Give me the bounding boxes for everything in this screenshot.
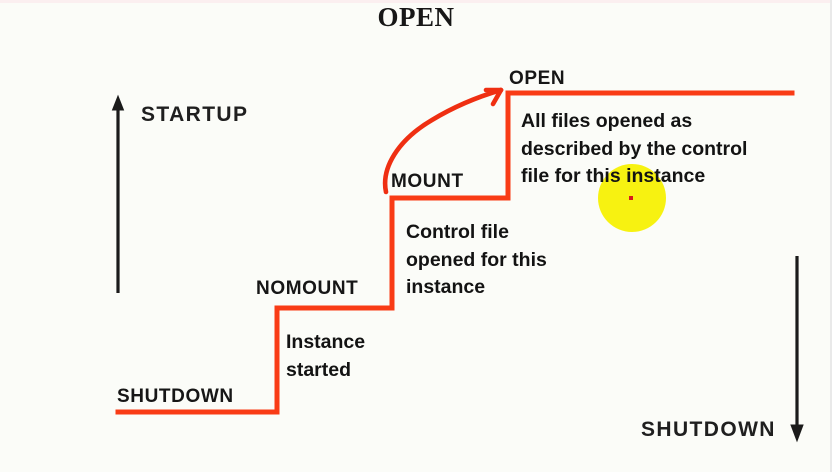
state-staircase xyxy=(115,90,795,415)
state-description-open: All files opened as described by the con… xyxy=(521,110,748,188)
page-title: OPEN xyxy=(377,2,455,32)
curved-arrow-icon xyxy=(382,87,504,195)
highlight-center-dot xyxy=(629,196,633,200)
state-label-mount: MOUNT xyxy=(391,171,464,192)
shutdown-axis-label: SHUTDOWN xyxy=(641,418,776,441)
startup-axis-label: STARTUP xyxy=(141,103,249,126)
state-label-nomount: NOMOUNT xyxy=(256,278,359,299)
state-label-open: OPEN xyxy=(509,68,566,89)
down-arrow-icon xyxy=(790,256,804,443)
state-description-nomount: Instance started xyxy=(286,331,366,381)
right-edge-line xyxy=(830,0,832,472)
state-description-mount: Control file opened for this instance xyxy=(406,221,547,299)
top-edge-tint xyxy=(0,0,832,3)
up-arrow-icon xyxy=(111,94,125,293)
state-label-shutdown: SHUTDOWN xyxy=(117,386,234,407)
